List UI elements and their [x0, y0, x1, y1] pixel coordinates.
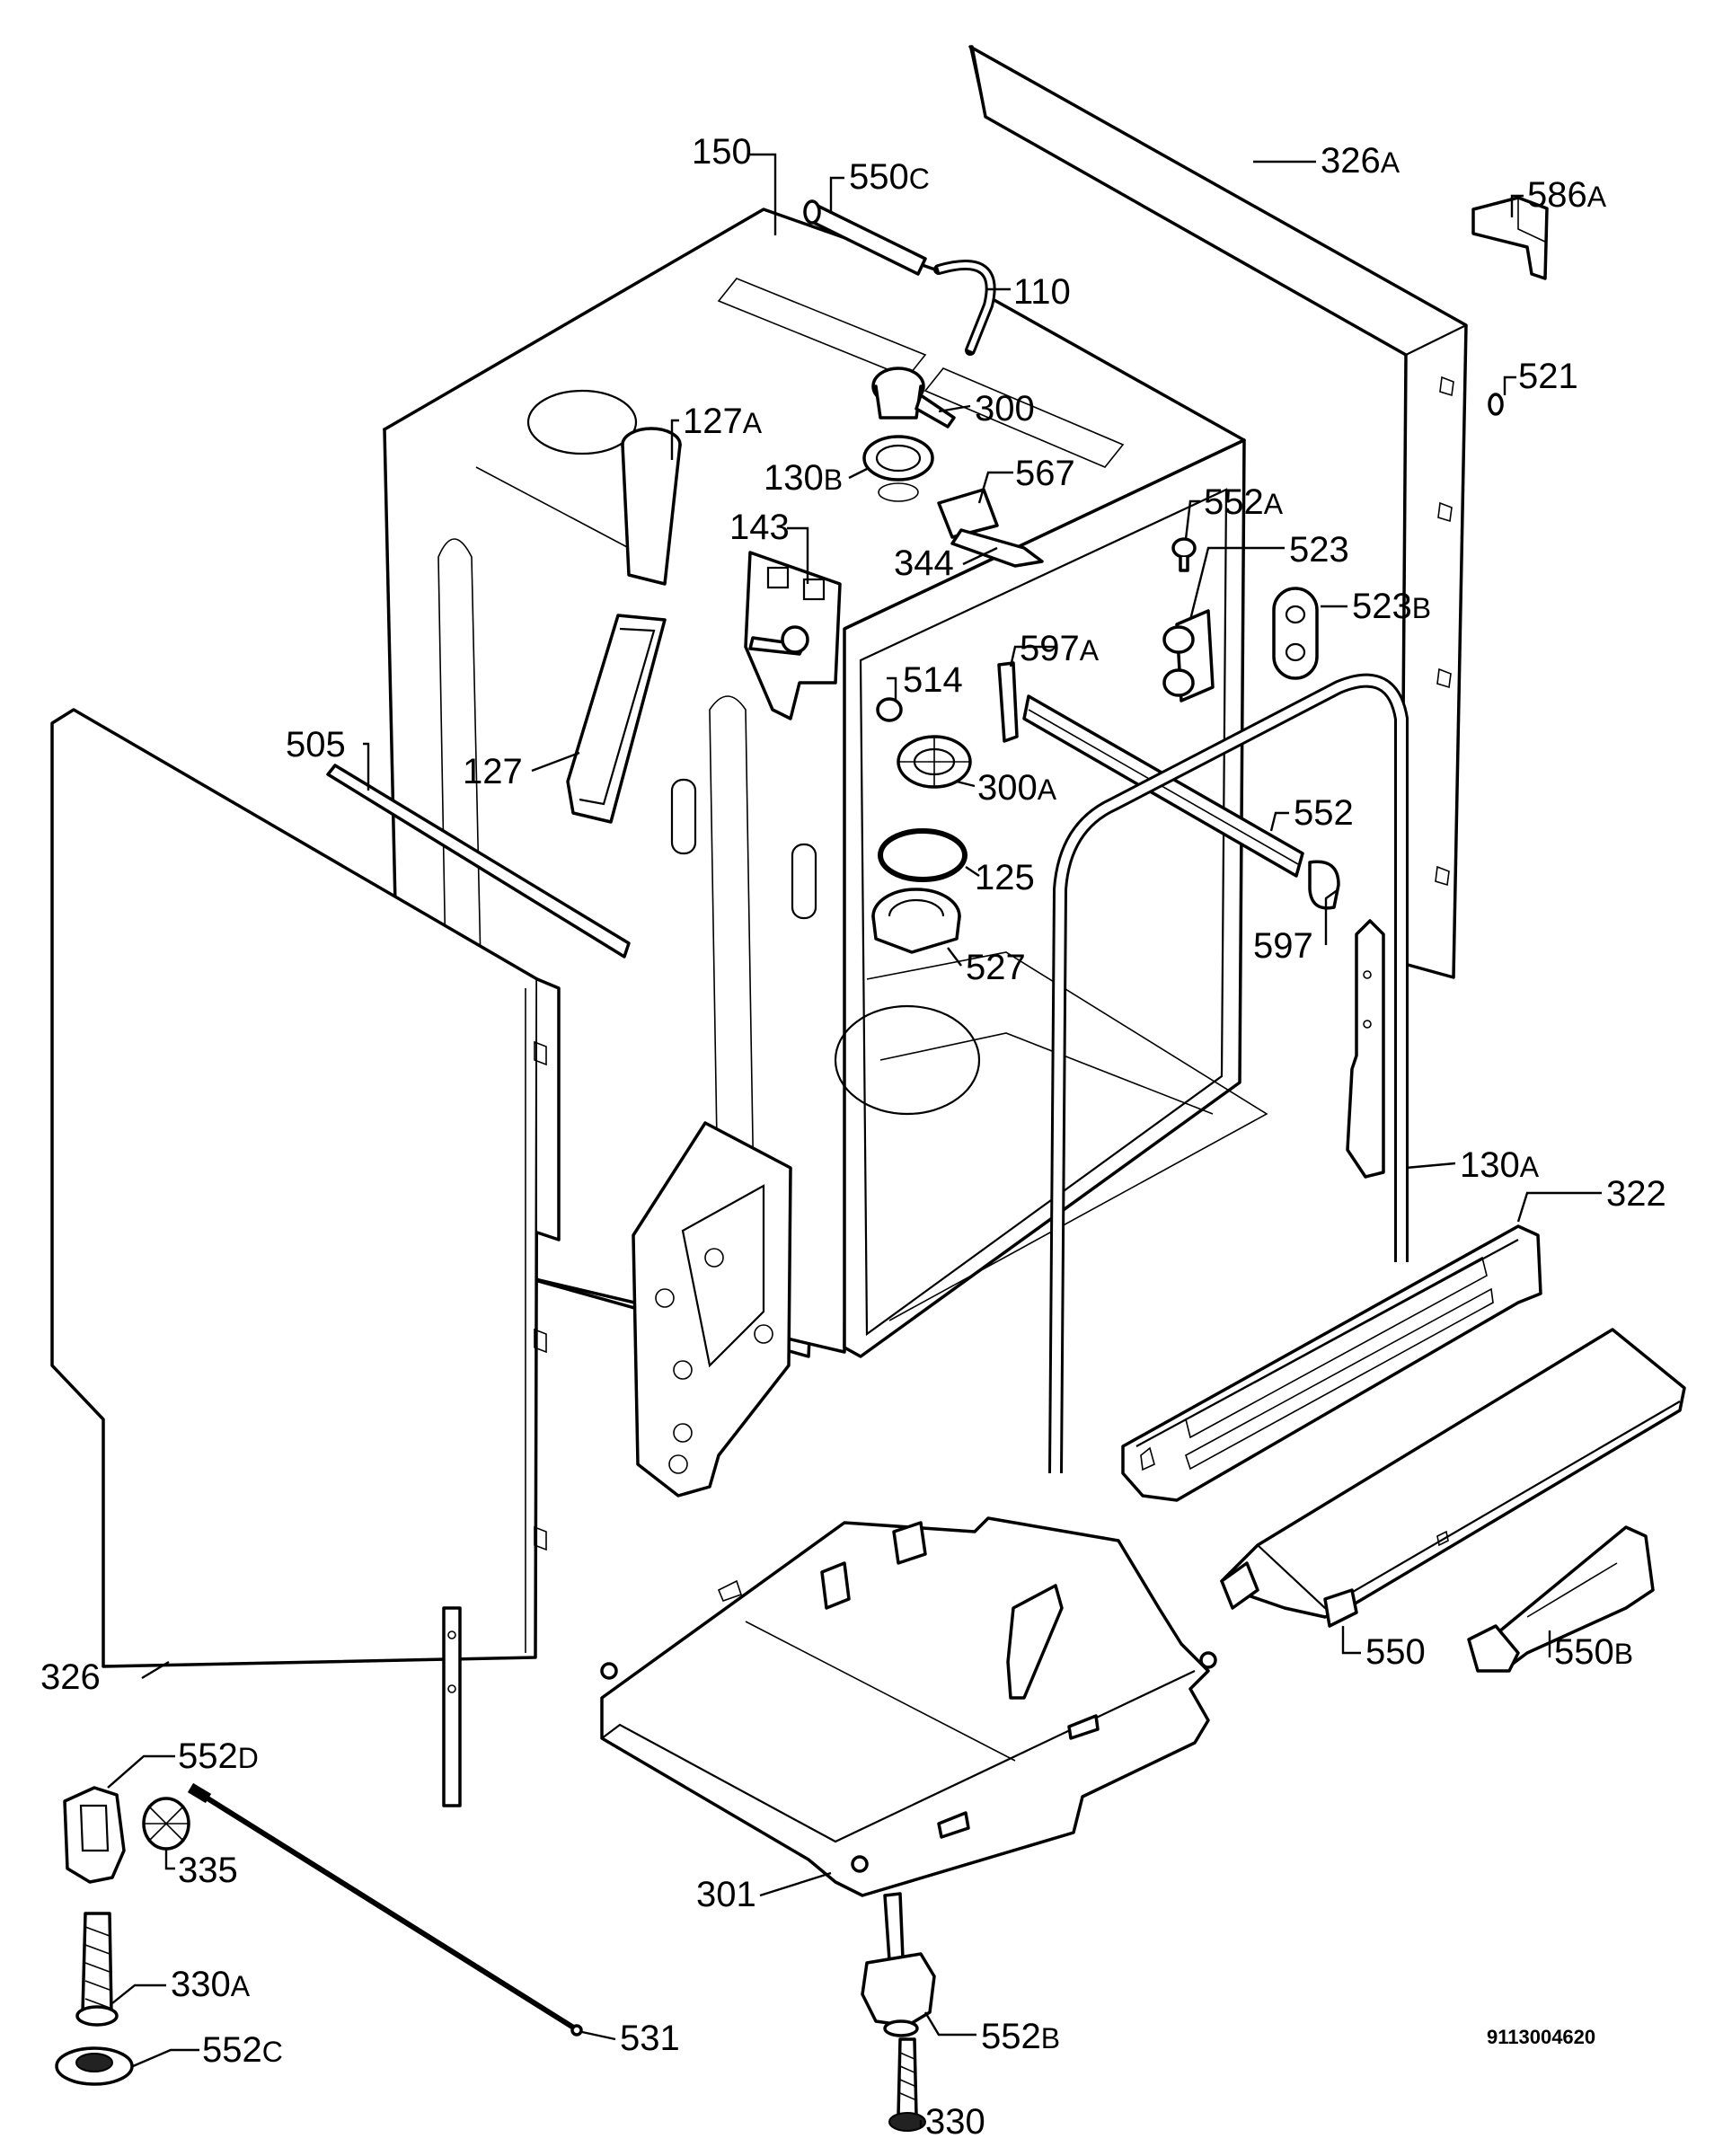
- callout-322: 322: [1606, 1174, 1666, 1214]
- callout-552: 552: [1294, 793, 1354, 833]
- gear-335: [142, 1797, 190, 1851]
- foot-552d: [63, 1786, 126, 1884]
- back-frame-326a: [968, 45, 1468, 979]
- callout-326a: 326A: [1321, 141, 1400, 181]
- foot-552b: [861, 1892, 936, 2037]
- part-514: [876, 697, 903, 722]
- callout-330a: 330A: [171, 1965, 251, 2004]
- callout-130b: 130B: [764, 458, 843, 498]
- part-550c: [803, 199, 927, 276]
- rail-322: [1121, 1224, 1542, 1502]
- base-pan-301: [600, 1516, 1217, 1897]
- callout-127a: 127A: [683, 402, 763, 441]
- part-552a: [1171, 537, 1197, 572]
- part-300: [871, 367, 956, 429]
- callout-521: 521: [1518, 357, 1578, 396]
- callout-127: 127: [463, 752, 523, 791]
- callout-110: 110: [1013, 272, 1071, 312]
- callout-586a: 586A: [1527, 175, 1607, 215]
- part-523b: [1272, 587, 1319, 680]
- door-seal-130a: [1048, 673, 1409, 1474]
- rod-531: [187, 1782, 583, 2037]
- washer-552c: [55, 2046, 134, 2086]
- screw-330: [888, 2037, 926, 2132]
- callout-552a: 552A: [1204, 482, 1284, 522]
- document-number: 9113004620: [1487, 2026, 1595, 2048]
- callout-130a: 130A: [1460, 1145, 1540, 1185]
- callout-514: 514: [903, 660, 963, 700]
- part-130b: [862, 435, 934, 502]
- callout-597: 597: [1253, 926, 1313, 966]
- callout-597a: 597A: [1020, 629, 1100, 668]
- callout-550b: 550B: [1554, 1632, 1633, 1672]
- callout-335: 335: [178, 1851, 238, 1890]
- part-300a: [897, 735, 972, 789]
- callout-300: 300: [975, 389, 1035, 429]
- callout-531: 531: [620, 2019, 680, 2058]
- right-side-bracket: [1346, 919, 1385, 1179]
- callout-344: 344: [894, 543, 954, 583]
- callout-300a: 300A: [977, 768, 1057, 808]
- callout-550c: 550C: [849, 157, 930, 197]
- callout-523b: 523B: [1352, 587, 1431, 626]
- callout-550: 550: [1365, 1632, 1426, 1672]
- callout-143: 143: [729, 508, 790, 547]
- support-550b: [1467, 1525, 1655, 1673]
- part-125: [878, 828, 968, 882]
- part-143: [744, 551, 842, 720]
- callout-labels: 150 550C 326A 586A 110 521 300 127A 130B…: [40, 132, 1666, 2142]
- callout-552c: 552C: [202, 2030, 283, 2070]
- callout-567: 567: [1015, 454, 1075, 493]
- plinth-550: [1220, 1328, 1686, 1628]
- callout-330: 330: [925, 2102, 985, 2142]
- callout-552b: 552B: [981, 2017, 1060, 2056]
- part-505: [326, 764, 631, 959]
- hinge-bracket: [632, 1121, 792, 1498]
- callout-125: 125: [975, 858, 1035, 897]
- part-586a: [1471, 196, 1549, 280]
- part-521: [1488, 393, 1504, 416]
- callout-326: 326: [40, 1657, 101, 1697]
- part-597: [1308, 860, 1340, 910]
- leader-lines: [107, 153, 1602, 2127]
- part-523: [1162, 609, 1215, 702]
- screw-330a: [75, 1912, 119, 2027]
- part-127a: [621, 427, 682, 586]
- callout-150: 150: [692, 132, 752, 172]
- callout-523: 523: [1289, 530, 1349, 570]
- part-527: [871, 888, 961, 954]
- side-panel-326: [50, 708, 561, 1807]
- callout-505: 505: [286, 725, 346, 764]
- callout-301: 301: [696, 1875, 756, 1914]
- callout-552d: 552D: [178, 1736, 259, 1776]
- hose-110: [933, 260, 996, 356]
- callout-527: 527: [966, 948, 1026, 987]
- part-597a: [997, 661, 1019, 743]
